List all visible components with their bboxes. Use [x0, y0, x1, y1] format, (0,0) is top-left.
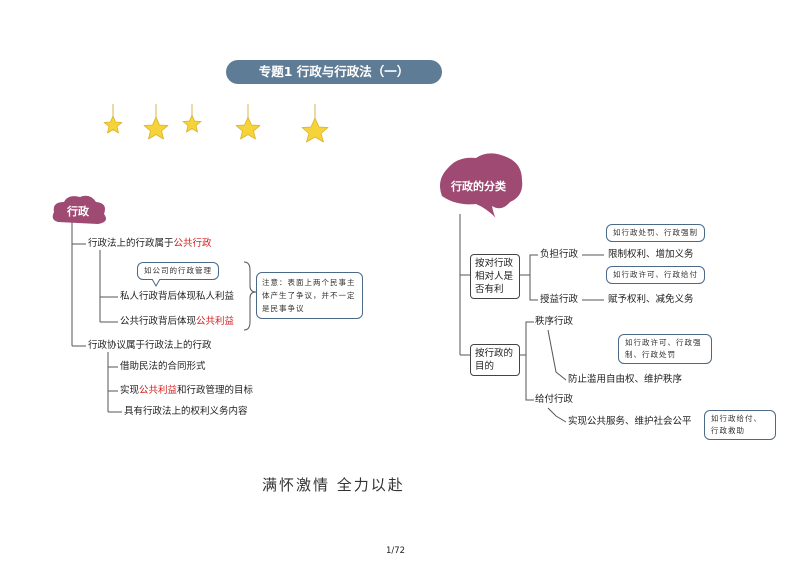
leaf-benefit-detail: 赋予权利、减免义务 [608, 294, 694, 305]
motto: 满怀激情 全力以赴 [262, 476, 405, 494]
page-number: 1/72 [386, 546, 406, 556]
note-benefit: 如行政许可、行政给付 [606, 266, 705, 284]
branch-admin-agreement: 行政协议属于行政法上的行政 [88, 340, 212, 351]
node-burden-admin: 负担行政 [540, 249, 579, 260]
star-icon [235, 116, 261, 140]
leaf-supply-detail: 实现公共服务、维护社会公平 [568, 416, 692, 427]
root-node-admin: 行政 [67, 205, 89, 218]
leaf-civil-contract: 借助民法的合同形式 [120, 361, 206, 372]
note-supply: 如行政给付、行政救助 [704, 410, 776, 440]
hanging-stars-decoration [103, 104, 329, 143]
root-node-classification: 行政的分类 [451, 180, 506, 193]
page-title: 专题1 行政与行政法（一） [226, 60, 442, 84]
leaf-burden-detail: 限制权利、增加义务 [608, 249, 694, 260]
leaf-order-detail: 防止滥用自由权、维护秩序 [568, 374, 683, 385]
leaf-rights-duties: 具有行政法上的权利义务内容 [124, 406, 248, 417]
star-icon [103, 115, 123, 134]
note-attention: 注意：表面上两个民事主体产生了争议，并不一定是民事争议 [256, 272, 363, 319]
star-icon [143, 116, 169, 140]
cloud-shape [52, 195, 106, 224]
leaf-shape [440, 153, 523, 218]
group-purpose-box: 按行政的目的 [470, 344, 520, 376]
group-benefit-box: 按对行政相对人是否有利 [470, 254, 520, 299]
leaf-private-admin: 私人行政背后体现私人利益 [120, 291, 235, 302]
note-order: 如行政许可、行政强制、行政处罚 [618, 334, 712, 364]
node-order-admin: 秩序行政 [535, 316, 574, 327]
node-supply-admin: 给付行政 [535, 394, 574, 405]
star-icon [301, 117, 329, 143]
branch-public-admin: 行政法上的行政属于公共行政 [88, 238, 212, 249]
leaf-public-interest-goal: 实现公共利益和行政管理的目标 [120, 385, 254, 396]
leaf-public-admin: 公共行政背后体现公共利益 [120, 316, 235, 327]
node-benefit-admin: 授益行政 [540, 294, 579, 305]
speech-tail-icon [151, 279, 161, 287]
star-icon [182, 114, 202, 133]
note-burden: 如行政处罚、行政强制 [606, 224, 705, 242]
note-company: 如公司的行政管理 [137, 262, 219, 280]
